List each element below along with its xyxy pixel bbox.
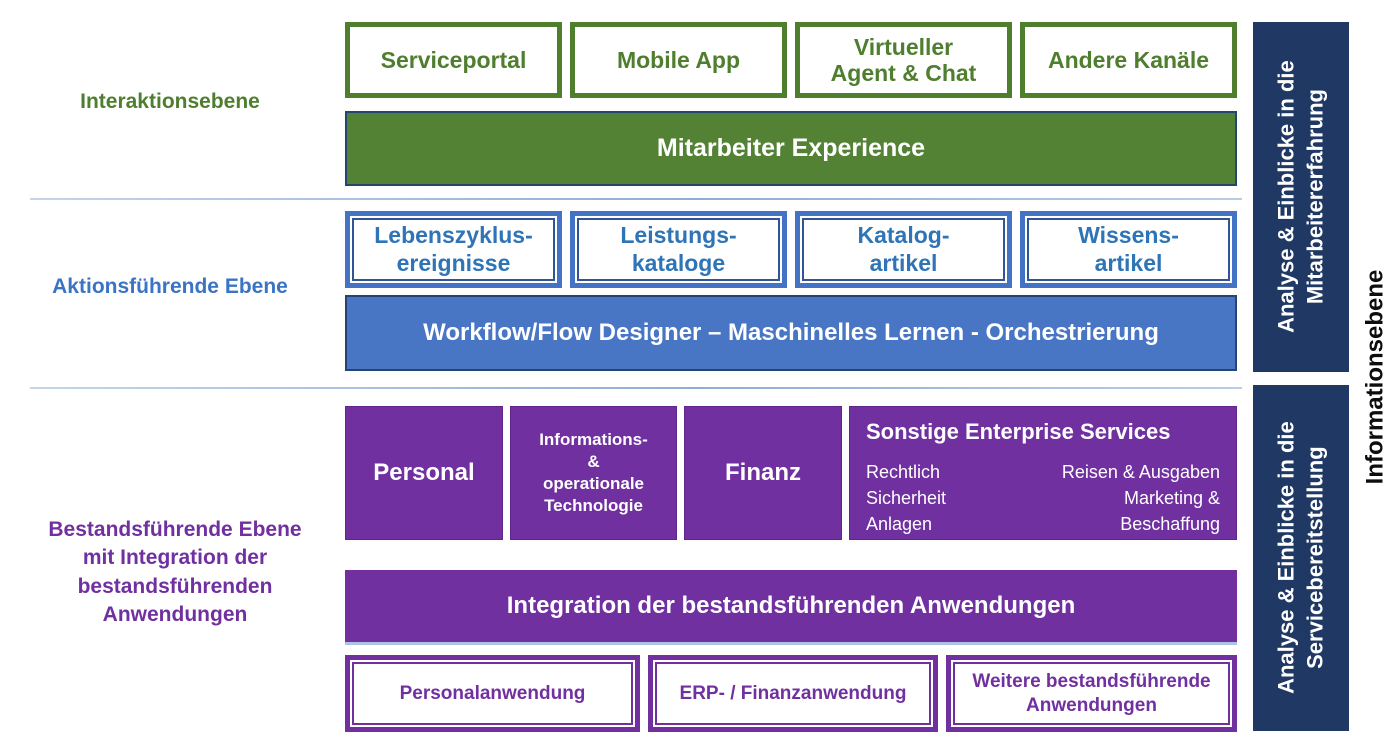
bar-mitarbeiter-experience: Mitarbeiter Experience	[345, 111, 1237, 186]
service-item-reisen-ausgaben: Reisen & Ausgaben	[1061, 462, 1220, 482]
inventory-domain-row: Personal Informations- & operationale Te…	[345, 406, 1237, 540]
service-item-sicherheit: Sicherheit	[866, 488, 947, 509]
service-item-anlagen: Anlagen	[866, 514, 933, 535]
sonstige-left-list: Rechtlich Sicherheit Anlagen	[866, 459, 946, 537]
layer-label-aktionsfuehrende-ebene: Aktionsführende Ebene	[52, 275, 288, 298]
separator-interaction-action	[30, 198, 1242, 200]
application-row: Personalanwendung ERP- / Finanzanwendung…	[345, 655, 1237, 732]
informationsebene-axis: Informationsebene	[1350, 22, 1400, 731]
service-item-rechtlich: Rechtlich	[866, 462, 941, 482]
service-item-marketing: Marketing &	[1123, 488, 1220, 509]
interaction-channel-row: Serviceportal Mobile App Virtueller Agen…	[345, 22, 1237, 98]
informationsebene-label: Informationsebene	[1361, 269, 1389, 484]
box-finanz: Finanz	[684, 406, 842, 540]
sonstige-right-list: Reisen & Ausgaben Marketing & Beschaffun…	[1062, 459, 1220, 537]
box-personalanwendung: Personalanwendung	[345, 655, 640, 732]
box-virtueller-agent-chat: Virtueller Agent & Chat	[795, 22, 1012, 98]
vbar-bottom-label: Analyse & Einblicke in die Servicebereit…	[1273, 421, 1327, 695]
box-serviceportal: Serviceportal	[345, 22, 562, 98]
action-items-row: Lebenszyklus- ereignisse Leistungs- kata…	[345, 211, 1237, 288]
box-leistungskataloge: Leistungs- kataloge	[570, 211, 787, 288]
service-item-beschaffung: Beschaffung	[1120, 514, 1220, 535]
box-mobile-app: Mobile App	[570, 22, 787, 98]
box-lebenszyklusereignisse: Lebenszyklus- ereignisse	[345, 211, 562, 288]
box-andere-kanaele: Andere Kanäle	[1020, 22, 1237, 98]
layer-label-interaktionsebene: Interaktionsebene	[80, 90, 260, 113]
sonstige-enterprise-services-title: Sonstige Enterprise Services	[866, 419, 1171, 444]
box-weitere-anwendungen: Weitere bestandsführende Anwendungen	[946, 655, 1237, 732]
box-erp-finanzanwendung: ERP- / Finanzanwendung	[648, 655, 938, 732]
bar-workflow-flow-designer: Workflow/Flow Designer – Maschinelles Le…	[345, 295, 1237, 371]
bar-integration-anwendungen: Integration der bestandsführenden Anwend…	[345, 570, 1237, 645]
separator-action-inventory	[30, 387, 1242, 389]
box-sonstige-enterprise-services: Sonstige Enterprise Services Rechtlich S…	[849, 406, 1237, 540]
box-personal: Personal	[345, 406, 503, 540]
box-katalogartikel: Katalog- artikel	[795, 211, 1012, 288]
sonstige-service-lists: Rechtlich Sicherheit Anlagen Reisen & Au…	[866, 459, 1220, 537]
vbar-analyse-servicebereitstellung: Analyse & Einblicke in die Servicebereit…	[1253, 385, 1349, 731]
vbar-analyse-mitarbeitererfahrung: Analyse & Einblicke in die Mitarbeiterer…	[1253, 22, 1349, 372]
layer-label-bestandsfuehrende-ebene: Bestandsführende Ebene mit Integration d…	[48, 518, 302, 627]
box-informations-operationale-technologie: Informations- & operationale Technologie	[510, 406, 677, 540]
box-wissensartikel: Wissens- artikel	[1020, 211, 1237, 288]
vbar-top-label: Analyse & Einblicke in die Mitarbeiterer…	[1273, 60, 1327, 334]
